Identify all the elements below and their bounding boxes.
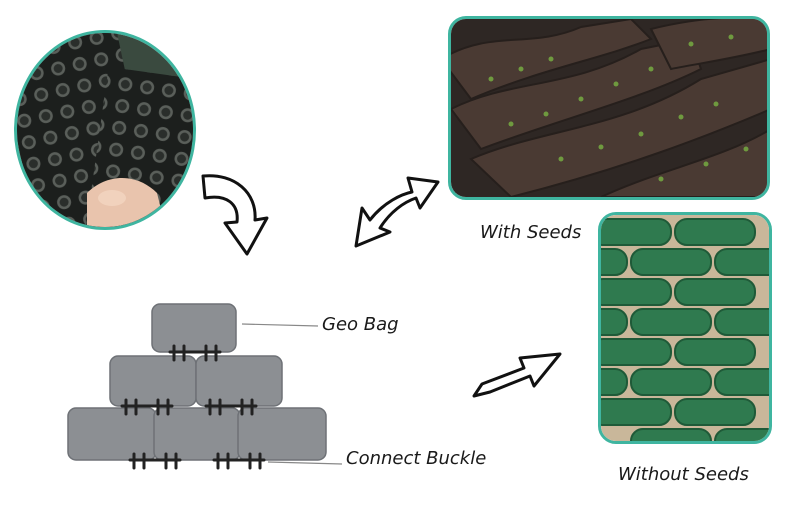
double-arrow-icon (354, 176, 440, 248)
with-seeds-label: With Seeds (480, 222, 582, 243)
connect-buckle-4 (128, 452, 182, 470)
connect-buckle-label: Connect Buckle (346, 448, 487, 469)
without-seeds-photo (598, 212, 772, 444)
geo-bag-bottom-3 (237, 407, 327, 461)
geo-bag-label: Geo Bag (322, 314, 399, 335)
geo-bag-top (151, 303, 237, 353)
connect-buckle-leader-line (267, 461, 343, 465)
connect-buckle-5 (212, 452, 266, 470)
curved-arrow-icon (201, 174, 269, 256)
geo-bag-middle-left (109, 355, 197, 407)
geo-bag-bottom-1 (67, 407, 157, 461)
geo-bag-pyramid (67, 303, 343, 470)
connect-buckle-3 (204, 398, 258, 416)
geo-bag-middle-right (195, 355, 283, 407)
straight-arrow-icon (472, 352, 562, 398)
connect-buckle-1 (168, 344, 222, 362)
buckle-photo (14, 30, 196, 230)
geo-bag-leader-line (241, 323, 319, 327)
with-seeds-photo (448, 16, 770, 200)
without-seeds-label: Without Seeds (618, 464, 749, 485)
geo-bag-bottom-2 (153, 407, 241, 461)
connect-buckle-2 (120, 398, 174, 416)
